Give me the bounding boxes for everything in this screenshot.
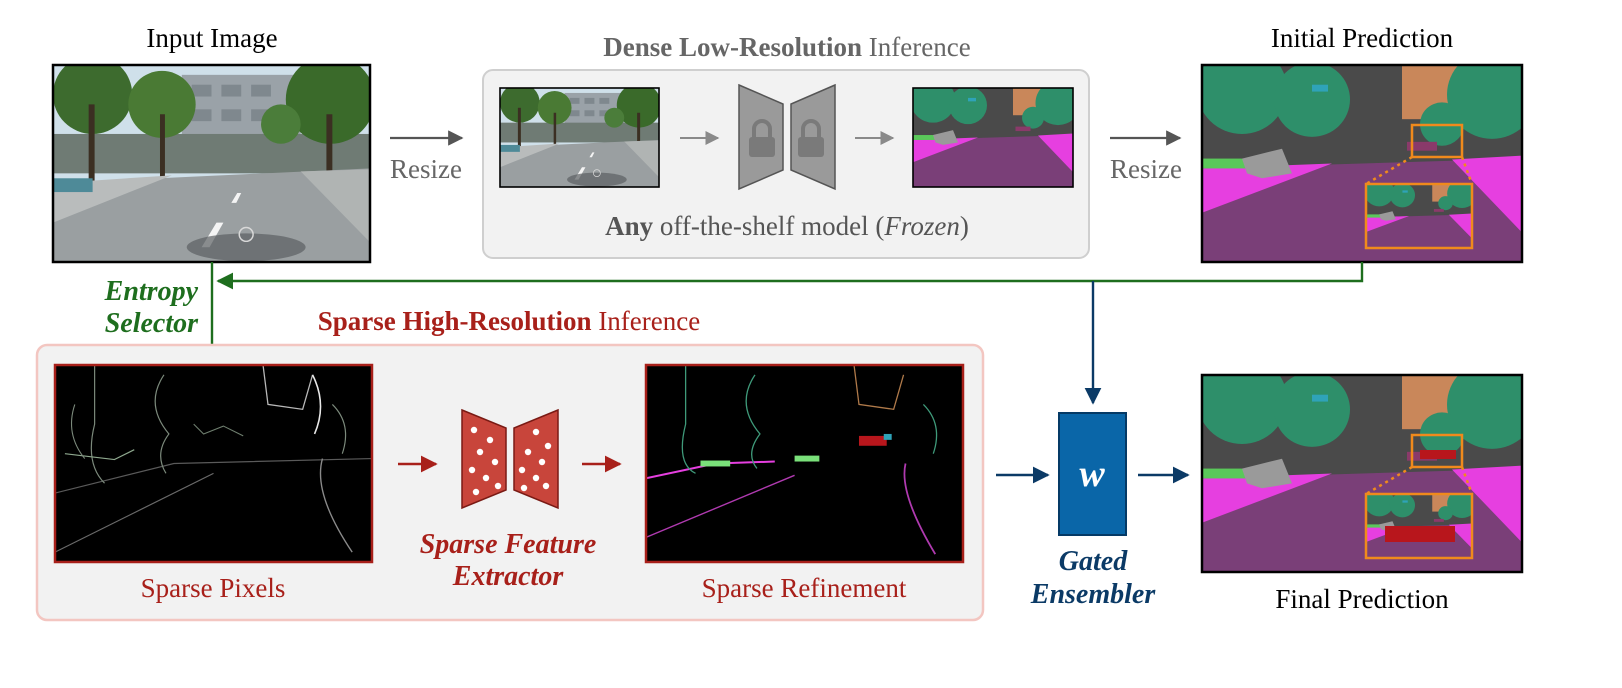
final-prediction-image [1200, 373, 1524, 574]
sparse-pixels-image [53, 363, 374, 564]
initial-prediction-label: Initial Prediction [1271, 23, 1454, 53]
entropy-selector-line2: Selector [105, 308, 199, 339]
final-prediction-label: Final Prediction [1275, 584, 1449, 614]
lock-icon [749, 119, 775, 157]
frozen-model-caption: Any off-the-shelf model (Frozen) [605, 211, 969, 241]
entropy-selector-line1: Entropy [104, 276, 199, 307]
dense-output-thumbnail [912, 87, 1074, 188]
frozen-model [738, 83, 836, 191]
dense-input-thumbnail [499, 87, 660, 188]
input-image-label: Input Image [146, 23, 277, 53]
dense-title-rest: Inference [862, 32, 971, 62]
sparse-refinement-label: Sparse Refinement [702, 573, 907, 603]
close-paren: ) [960, 211, 969, 241]
frozen-italic: Frozen [883, 211, 960, 241]
sparse-title: Sparse High-Resolution Inference [318, 306, 700, 336]
sparse-pixels-label: Sparse Pixels [141, 573, 286, 603]
initial-prediction-image [1200, 63, 1524, 264]
lock-icon [798, 119, 824, 157]
gated-ensembler-line1: Gated [1059, 546, 1128, 577]
w-symbol: w [1079, 453, 1105, 495]
resize-label-right: Resize [1110, 154, 1182, 184]
sparse-refinement-image [644, 363, 965, 564]
sparse-feature-line2: Extractor [452, 561, 565, 592]
initial-to-selector-arrow [216, 262, 1364, 290]
sparse-feature-extractor [461, 408, 559, 510]
dense-title-bold: Dense Low-Resolution [603, 32, 862, 62]
resize-label-left: Resize [390, 154, 462, 184]
dense-title: Dense Low-Resolution Inference [603, 32, 970, 62]
gated-ensembler-block: w [1058, 412, 1127, 536]
sparse-title-rest: Inference [592, 306, 701, 336]
sparse-title-bold: Sparse High-Resolution [318, 306, 592, 336]
gated-ensembler-line2: Ensembler [1030, 579, 1157, 610]
any-rest: off-the-shelf model ( [653, 211, 884, 241]
input-image [51, 63, 372, 264]
any-bold: Any [605, 211, 654, 241]
sparse-feature-line1: Sparse Feature [420, 529, 597, 560]
